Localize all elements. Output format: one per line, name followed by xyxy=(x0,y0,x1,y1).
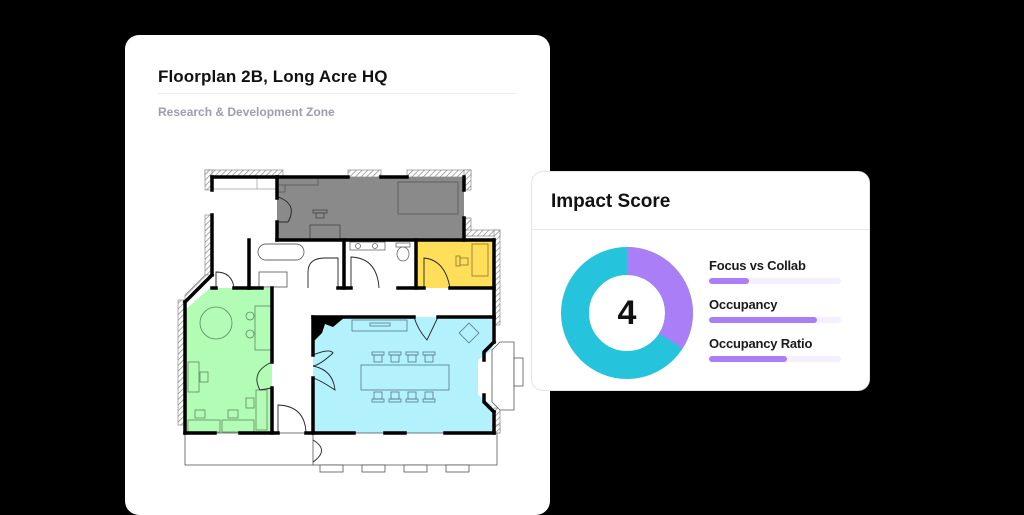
metric-occupancy: Occupancy xyxy=(709,297,841,323)
metric-bar xyxy=(709,278,841,284)
impact-donut-chart xyxy=(561,247,693,379)
metric-bar-fill xyxy=(709,278,749,284)
metric-bar-fill xyxy=(709,317,818,323)
impact-score-title: Impact Score xyxy=(551,191,671,212)
zone-subtitle: Research & Development Zone xyxy=(158,105,335,119)
floorplan-title: Floorplan 2B, Long Acre HQ xyxy=(158,67,388,86)
metric-label: Occupancy Ratio xyxy=(709,336,813,351)
impact-score-card: Impact Score 4 Focus vs Collab Occupancy… xyxy=(531,171,870,391)
divider xyxy=(532,229,869,230)
metric-focus-vs-collab: Focus vs Collab xyxy=(709,258,841,284)
impact-score-value: 4 xyxy=(617,293,637,332)
metric-label: Focus vs Collab xyxy=(709,258,806,273)
metric-occupancy-ratio: Occupancy Ratio xyxy=(709,336,841,362)
floorplan-card: Floorplan 2B, Long Acre HQ Research & De… xyxy=(125,35,550,515)
metric-bar-fill xyxy=(709,356,787,362)
metric-bar xyxy=(709,317,841,323)
metric-label: Occupancy xyxy=(709,297,778,312)
metric-bar xyxy=(709,356,841,362)
divider xyxy=(158,93,516,94)
